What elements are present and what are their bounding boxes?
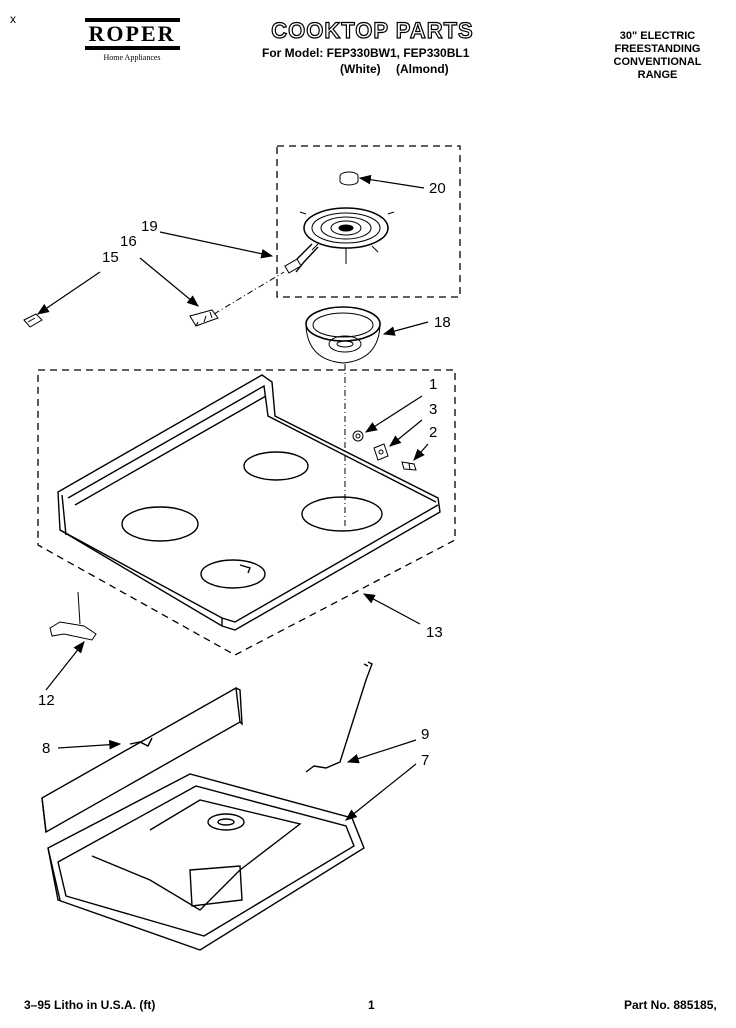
range-desc-line-3: CONVENTIONAL bbox=[613, 56, 702, 68]
leader-2 bbox=[413, 443, 429, 461]
part-9-rod bbox=[305, 661, 373, 773]
leader-18 bbox=[382, 321, 429, 336]
part-20-cap bbox=[339, 171, 359, 186]
element-group-box bbox=[276, 145, 461, 298]
leader-9 bbox=[346, 739, 417, 764]
callout-15: 15 bbox=[102, 249, 119, 266]
leader-20 bbox=[358, 174, 425, 189]
part-12-wire-harness bbox=[49, 591, 97, 641]
callout-19: 19 bbox=[141, 218, 158, 235]
leader-1 bbox=[364, 395, 423, 433]
cooktop-group-box bbox=[37, 369, 456, 656]
part-2-screw bbox=[401, 461, 417, 471]
callout-1: 1 bbox=[429, 376, 438, 393]
callout-7: 7 bbox=[421, 752, 430, 769]
leader-13 bbox=[362, 593, 421, 625]
range-desc-line-1: 30" ELECTRIC bbox=[619, 30, 696, 42]
leader-8 bbox=[57, 739, 122, 750]
range-desc-line-2: FREESTANDING bbox=[614, 43, 701, 55]
range-description: 30" ELECTRIC FREESTANDING CONVENTIONAL R… bbox=[590, 30, 725, 82]
leader-7 bbox=[345, 763, 417, 821]
callout-9: 9 bbox=[421, 726, 430, 743]
leader-12 bbox=[45, 641, 85, 691]
model-colors: (White) (Almond) bbox=[340, 62, 461, 76]
part-8-front-trim bbox=[41, 686, 243, 834]
leader-19 bbox=[159, 231, 274, 259]
brand-name: ROPER bbox=[84, 18, 180, 50]
footer-litho: 3–95 Litho in U.S.A. (ft) bbox=[24, 998, 156, 1012]
leader-16 bbox=[139, 257, 199, 307]
brand-tagline: Home Appliances bbox=[103, 53, 161, 62]
part-3-bracket bbox=[373, 443, 389, 461]
part-1-nut bbox=[352, 430, 364, 442]
leader-15 bbox=[37, 271, 101, 315]
part-16-terminal-block bbox=[189, 309, 219, 327]
callout-3: 3 bbox=[429, 401, 438, 418]
leader-3 bbox=[389, 419, 423, 447]
range-desc-line-4: RANGE bbox=[637, 69, 678, 81]
part-19-surface-element bbox=[284, 207, 395, 274]
callout-2: 2 bbox=[429, 424, 438, 441]
corner-mark: x bbox=[10, 12, 16, 26]
footer-page-number: 1 bbox=[368, 998, 375, 1012]
part-18-drip-bowl bbox=[305, 306, 381, 364]
part-7-burner-box bbox=[47, 773, 365, 951]
page-title: COOKTOP PARTS bbox=[271, 17, 474, 43]
callout-13: 13 bbox=[426, 624, 443, 641]
callout-20: 20 bbox=[429, 180, 446, 197]
color-almond: (Almond) bbox=[396, 62, 449, 76]
callout-16: 16 bbox=[120, 233, 137, 250]
callout-8: 8 bbox=[42, 740, 51, 757]
alignment-lines bbox=[213, 271, 346, 528]
leader-lines bbox=[37, 174, 429, 821]
callout-12: 12 bbox=[38, 692, 55, 709]
callout-18: 18 bbox=[434, 314, 451, 331]
model-line: For Model: FEP330BW1, FEP330BL1 bbox=[262, 46, 470, 60]
part-15-clip bbox=[23, 313, 43, 328]
part-13-cooktop bbox=[57, 374, 441, 631]
brand-logo: ROPER Home Appliances bbox=[72, 18, 192, 62]
color-white: (White) bbox=[340, 62, 381, 76]
footer-part-number: Part No. 885185, bbox=[624, 998, 717, 1012]
